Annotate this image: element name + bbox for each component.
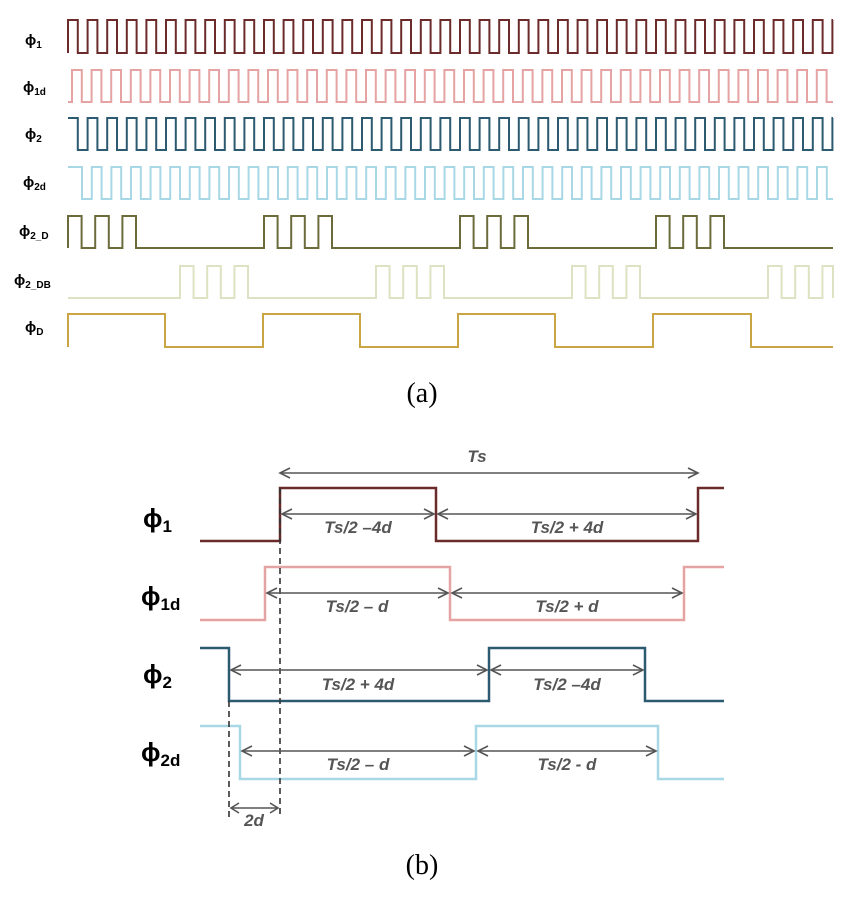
label-phi1d-low: Ts/2 + d <box>535 597 599 616</box>
panel-b: ϕ1 ϕ1d ϕ2 ϕ2d Ts Ts/2 –4d Ts/2 + 4d <box>141 447 724 881</box>
label-phi2d-low: Ts/2 – d <box>327 755 390 774</box>
waveform-phi2DB <box>68 265 834 299</box>
label-phi2-a: ϕ2 <box>25 126 42 145</box>
label-phi1-b: ϕ1 <box>143 503 172 536</box>
waveform-phi2D <box>67 215 833 249</box>
label-phi1d-high: Ts/2 – d <box>326 597 389 616</box>
deadtime-arrow: 2d <box>229 802 280 830</box>
interval-phi1d: Ts/2 – d Ts/2 + d <box>265 587 684 616</box>
label-phi2d-b: ϕ2d <box>141 737 180 770</box>
label-phi2-low: Ts/2 + 4d <box>322 675 395 694</box>
waveform-phi2d <box>68 166 833 200</box>
label-phi2-b: ϕ2 <box>143 659 172 692</box>
caption-a: (a) <box>406 378 437 409</box>
label-phi1-low: Ts/2 + 4d <box>531 518 604 537</box>
label-phi1d-b: ϕ1d <box>141 581 180 614</box>
label-phi2d-high: Ts/2 - d <box>538 755 597 774</box>
label-phi1-a: ϕ1 <box>25 32 42 51</box>
panel-a: ϕ1 ϕ1d ϕ2 ϕ2d ϕ2_D ϕ2_DB ϕD (a) <box>14 19 834 409</box>
interval-phi1: Ts/2 –4d Ts/2 + 4d <box>280 508 698 537</box>
period-arrow: Ts <box>278 447 700 479</box>
caption-b: (b) <box>406 850 439 881</box>
label-phi2d-a: ϕ2d <box>23 174 46 193</box>
label-ts: Ts <box>467 447 486 466</box>
interval-phi2: Ts/2 + 4d Ts/2 –4d <box>229 664 645 694</box>
label-phi2-high: Ts/2 –4d <box>533 675 601 694</box>
label-2d: 2d <box>243 811 264 830</box>
waveform-b-phi2d <box>200 724 724 781</box>
waveform-b-phi2 <box>200 646 724 703</box>
waveform-b-phi1d <box>200 565 724 622</box>
waveform-phiD <box>67 313 833 348</box>
label-phi1-high: Ts/2 –4d <box>324 518 392 537</box>
label-phiD-a: ϕD <box>25 319 43 338</box>
waveform-phi1 <box>67 19 834 54</box>
label-phi2D-a: ϕ2_D <box>19 223 49 242</box>
label-phi2DB-a: ϕ2_DB <box>14 272 51 291</box>
interval-phi2d: Ts/2 – d Ts/2 - d <box>240 745 658 774</box>
waveform-phi2 <box>68 117 834 151</box>
label-phi1d-a: ϕ1d <box>23 79 46 98</box>
waveform-phi1d <box>68 69 833 103</box>
